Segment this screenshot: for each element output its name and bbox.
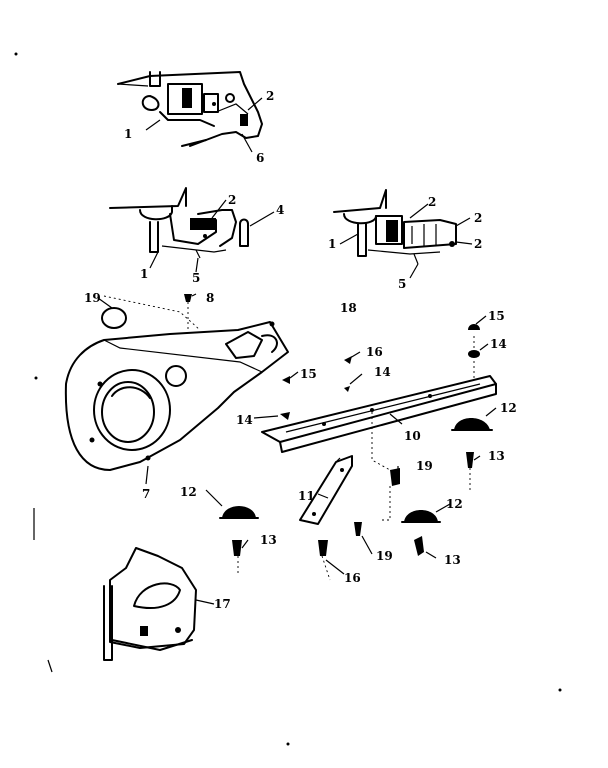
vertical-bracket <box>299 455 353 525</box>
grommet-part <box>101 307 127 329</box>
callout-2-mid-left: 2 <box>228 193 236 207</box>
callout-2-top: 2 <box>266 89 274 103</box>
callout-14-left: 14 <box>236 413 253 427</box>
callout-13-right: 13 <box>488 449 505 463</box>
callout-4-mid-left: 4 <box>276 203 284 217</box>
scan-marks <box>14 52 562 746</box>
callout-14-mid: 14 <box>374 365 391 379</box>
mounting-rail <box>261 375 497 453</box>
callout-17: 17 <box>214 597 231 611</box>
bottom-cam-plate <box>103 547 197 661</box>
callout-5-mid-right: 5 <box>398 277 406 291</box>
callout-6: 6 <box>256 151 264 165</box>
callout-9: 19 <box>84 291 101 305</box>
main-bracket <box>64 295 289 471</box>
callout-19: 19 <box>416 459 433 473</box>
callout-16-lower: 16 <box>344 571 361 585</box>
callout-13-left: 13 <box>260 533 277 547</box>
middle-left-switch-assembly <box>109 187 249 259</box>
dome-grommet-right <box>451 418 493 431</box>
callout-12-center: 12 <box>446 497 463 511</box>
callout-13-center: 13 <box>444 553 461 567</box>
callout-2-mid-right-b: 2 <box>474 211 482 225</box>
callout-15-left: 15 <box>300 367 317 381</box>
leader-lines <box>97 97 497 605</box>
callout-2-mid-right-c: 2 <box>474 237 482 251</box>
callout-14-right: 14 <box>490 337 507 351</box>
callout-12-right: 12 <box>500 401 517 415</box>
callout-1-top: 1 <box>124 127 132 141</box>
callout-19-lower: 19 <box>376 549 393 563</box>
callout-10: 10 <box>404 429 421 443</box>
callout-18: 18 <box>340 301 357 315</box>
callout-1-mid-left: 1 <box>140 267 148 281</box>
callout-labels: 1 2 6 1 2 4 5 1 2 2 2 5 19 8 18 7 15 16 … <box>84 89 517 611</box>
top-switch-assembly <box>117 71 263 147</box>
dome-grommet-center <box>401 510 441 523</box>
callout-16-upper: 16 <box>366 345 383 359</box>
middle-right-switch-assembly <box>333 189 457 265</box>
callout-5-mid-left: 5 <box>192 271 200 285</box>
screws <box>232 452 474 581</box>
callout-11: 11 <box>298 489 315 503</box>
small-screw-part <box>184 294 192 330</box>
dome-grommet-left <box>219 506 259 519</box>
callout-8: 8 <box>206 291 214 305</box>
callout-12-left: 12 <box>180 485 197 499</box>
callout-7: 7 <box>142 487 150 501</box>
callout-2-mid-right-a: 2 <box>428 195 436 209</box>
callout-15-right: 15 <box>488 309 505 323</box>
callout-1-mid-right: 1 <box>328 237 336 251</box>
